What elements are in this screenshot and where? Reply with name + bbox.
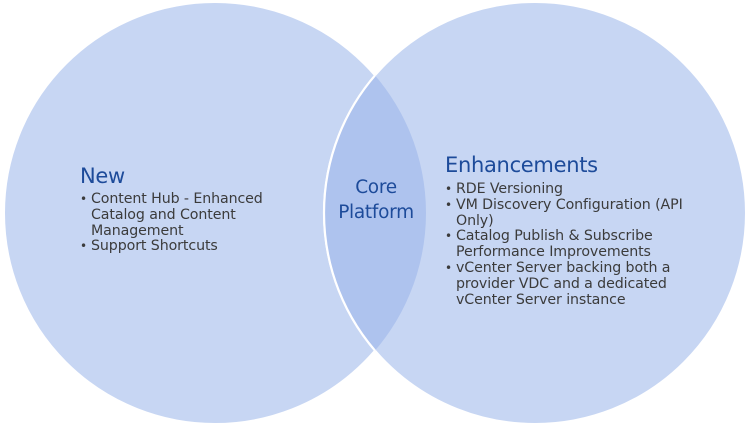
- list-item: Content Hub - Enhanced Catalog and Conte…: [80, 191, 310, 239]
- left-set-heading: New: [80, 164, 125, 188]
- left-set-label: New Content Hub - Enhanced Catalog and C…: [80, 164, 310, 255]
- right-set-list: RDE Versioning VM Discovery Configuratio…: [445, 181, 705, 308]
- list-item: Support Shortcuts: [80, 239, 310, 255]
- left-set-list: Content Hub - Enhanced Catalog and Conte…: [80, 191, 310, 255]
- right-set-label: Enhancements RDE Versioning VM Discovery…: [445, 153, 705, 308]
- list-item: VM Discovery Configuration (API Only): [445, 197, 705, 230]
- right-set-heading: Enhancements: [445, 153, 598, 177]
- list-item: vCenter Server backing both a provider V…: [445, 260, 705, 308]
- intersection-label-line1: Core: [355, 177, 397, 198]
- intersection-label-line2: Platform: [338, 202, 414, 223]
- intersection-label: Core Platform: [326, 175, 426, 225]
- list-item: Catalog Publish & Subscribe Performance …: [445, 229, 705, 261]
- overlap-edge-line: [322, 2, 426, 424]
- list-item: RDE Versioning: [445, 181, 705, 198]
